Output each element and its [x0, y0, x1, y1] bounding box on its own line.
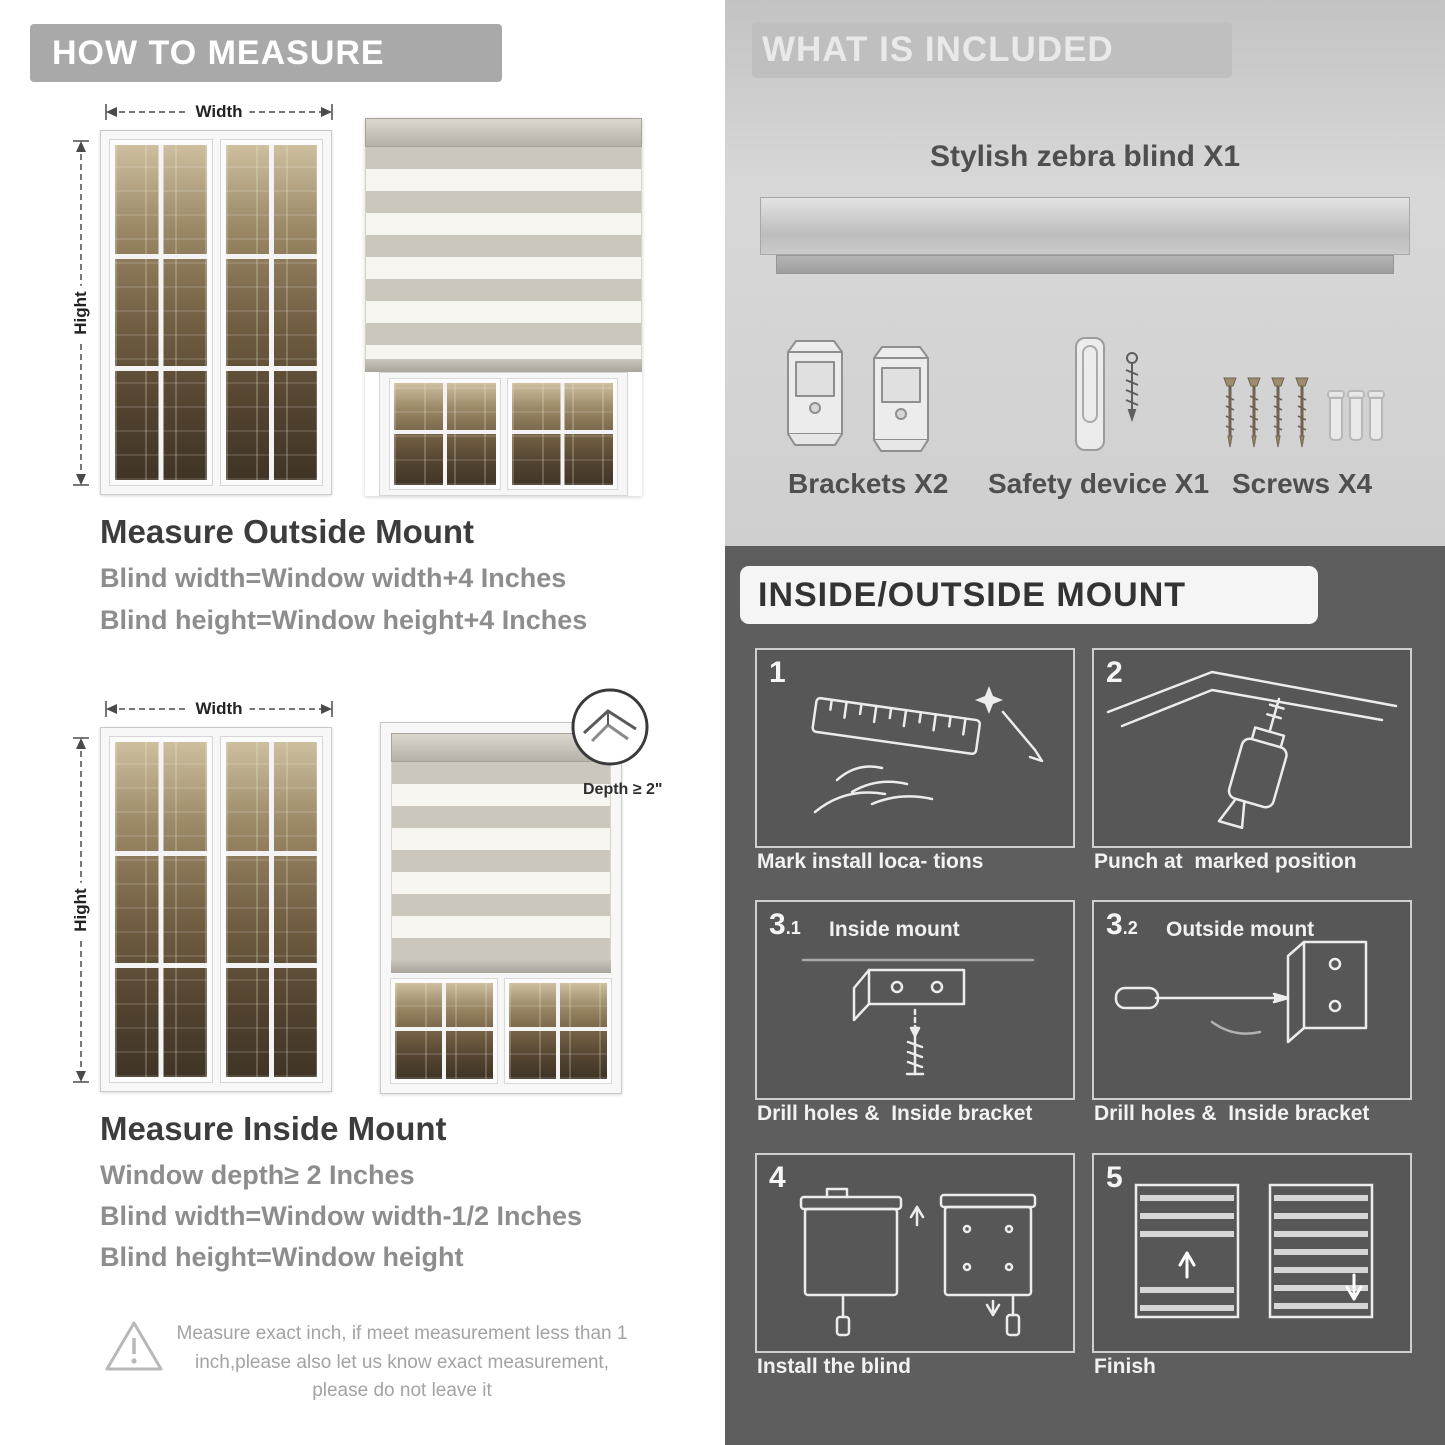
height-arrow-icon: [73, 737, 89, 1083]
step-caption-5: Finish: [1094, 1355, 1156, 1378]
height-measure-inside: Hight: [70, 735, 92, 1085]
drill-illustration: [1106, 670, 1398, 830]
step-caption-3-1: Drill holes & Inside bracket: [757, 1102, 1033, 1125]
step-caption-2: Punch at marked position: [1094, 850, 1357, 873]
step-caption-1: Mark install loca- tions: [757, 850, 984, 873]
width-label: Width: [188, 699, 250, 719]
warning-text: Measure exact inch, if meet measurement …: [176, 1323, 628, 1401]
magnifier-icon: [571, 688, 649, 766]
step-number: 2: [1106, 656, 1123, 689]
step-number: 3: [769, 908, 786, 941]
blind-stripes: [391, 762, 611, 960]
window-sash: [109, 736, 213, 1083]
warning-triangle-icon: [103, 1316, 165, 1376]
step-subnumber: .1: [785, 918, 801, 938]
step-caption-3-2: Drill holes & Inside bracket: [1094, 1102, 1370, 1125]
window-sash: [389, 378, 501, 490]
step-panel-3-1: 3.1 Inside mount: [755, 900, 1075, 1100]
window-sash: [390, 978, 498, 1084]
zebra-blind-outside-illustration: [365, 118, 642, 496]
measure-inside-title: Measure Inside Mount: [100, 1110, 447, 1147]
step-number: 4: [769, 1161, 786, 1194]
window-sash: [506, 378, 618, 490]
screws-illustration: [1218, 372, 1393, 464]
install-blind-illustration: [799, 1187, 1037, 1337]
inside-bracket-illustration: [801, 958, 1035, 1076]
brackets-illustration: [782, 336, 947, 461]
blind-headrail-illustration: [760, 197, 1410, 255]
screws-label: Screws X4: [1232, 468, 1373, 499]
step-title: Outside mount: [1166, 918, 1315, 941]
depth-label: Depth ≥ 2": [583, 781, 663, 798]
step-number: 3: [1106, 908, 1123, 941]
step-number: 5: [1106, 1161, 1123, 1194]
step-panel-5: 5: [1092, 1153, 1412, 1353]
how-to-measure-header: HOW TO MEASURE: [30, 24, 502, 82]
blind-bottomrail: [391, 960, 611, 973]
step-panel-2: 2: [1092, 648, 1412, 848]
width-measure-inside: Width: [103, 698, 335, 720]
brackets-label: Brackets X2: [788, 468, 949, 499]
window-illustration-outside: [100, 130, 332, 495]
height-measure-outside: Hight: [70, 138, 92, 488]
zebra-blind-inside-illustration: [380, 722, 622, 1094]
blind-bottomrail: [365, 359, 642, 372]
step-caption-4: Install the blind: [757, 1355, 912, 1378]
what-is-included-header: WHAT IS INCLUDED: [752, 22, 1232, 78]
finish-illustration: [1134, 1183, 1374, 1319]
inside-formula-height: Blind height=Window height: [100, 1242, 464, 1272]
window-below-blind: [379, 372, 628, 496]
height-label: Hight: [71, 285, 91, 341]
safety-device-label: Safety device X1: [988, 468, 1210, 499]
window-sash: [109, 139, 213, 486]
step-title: Inside mount: [829, 918, 960, 941]
product-title: Stylish zebra blind X1: [929, 140, 1241, 173]
window-sash: [219, 139, 323, 486]
step-panel-1: 1: [755, 648, 1075, 848]
height-label: Hight: [71, 882, 91, 938]
blind-headrail: [365, 118, 642, 147]
blind-headrail-lip: [776, 255, 1394, 274]
width-measure-outside: Width: [103, 101, 335, 123]
outside-formula-height: Blind height=Window height+4 Inches: [100, 605, 588, 635]
measure-outside-title: Measure Outside Mount: [100, 513, 475, 550]
step-subnumber: .2: [1122, 918, 1138, 938]
blind-stripes: [365, 147, 642, 359]
outside-bracket-illustration: [1114, 940, 1368, 1044]
outside-formula-width: Blind width=Window width+4 Inches: [100, 563, 567, 593]
inside-outside-mount-header: INSIDE/OUTSIDE MOUNT: [740, 566, 1318, 624]
step-panel-3-2: 3.2 Outside mount: [1092, 900, 1412, 1100]
inside-depth-rule: Window depth≥ 2 Inches: [100, 1160, 415, 1190]
inside-formula-width: Blind width=Window width-1/2 Inches: [100, 1201, 583, 1231]
window-illustration-inside: [100, 727, 332, 1092]
window-below-blind: [390, 973, 612, 1084]
mark-locations-illustration: [811, 686, 1044, 814]
depth-magnifier: [570, 687, 650, 767]
width-label: Width: [188, 102, 250, 122]
height-arrow-icon: [73, 140, 89, 486]
safety-device-illustration: [1050, 332, 1160, 464]
window-sash: [504, 978, 612, 1084]
step-number: 1: [769, 656, 786, 689]
window-sash: [219, 736, 323, 1083]
step-panel-4: 4: [755, 1153, 1075, 1353]
